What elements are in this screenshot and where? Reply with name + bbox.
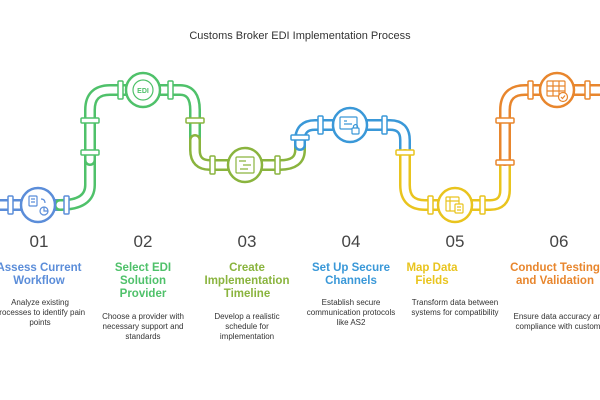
step-description-03: Develop a realistic schedule for impleme… [214,312,280,341]
step-node-02: EDI [124,71,162,109]
table-check-icon [546,80,569,103]
step-heading-01: Assess Current Workflow [0,262,82,287]
step-heading-06: Conduct Testing and Validation [510,262,600,287]
step-heading-02: Select EDI Solution Provider [114,262,172,300]
step-number-02: 02 [133,232,153,251]
step-number-04: 04 [341,232,361,251]
step-number-01: 01 [29,232,49,251]
step-description-04: Establish secure communication protocols… [306,298,396,327]
svg-text:EDI: EDI [137,88,149,95]
step-node-03 [226,146,264,184]
step-node-01 [19,186,57,224]
gantt-icon [235,156,255,174]
step-heading-05: Map Data Fields [406,262,458,287]
step-number-05: 05 [445,232,465,251]
step-number-03: 03 [237,232,257,251]
step-description-02: Choose a provider with necessary support… [102,312,184,341]
step-node-05 [436,186,474,224]
document-cycle-icon [28,195,49,216]
step-description-06: Ensure data accuracy and compliance with… [513,312,600,331]
diagram-title: Customs Broker EDI Implementation Proces… [189,30,411,42]
edi-icon: EDI [132,79,154,101]
step-description-05: Transform data between systems for compa… [411,298,499,317]
step-heading-04: Set Up Secure Channels [312,262,390,287]
step-node-04 [331,106,369,144]
step-description-01: Analyze existing processes to identify p… [0,298,86,327]
secure-screen-icon [339,116,360,135]
step-node-06 [538,71,576,109]
step-heading-03: Create Implementation Timeline [204,262,290,300]
data-map-icon [445,196,464,214]
step-number-06: 06 [549,232,569,251]
